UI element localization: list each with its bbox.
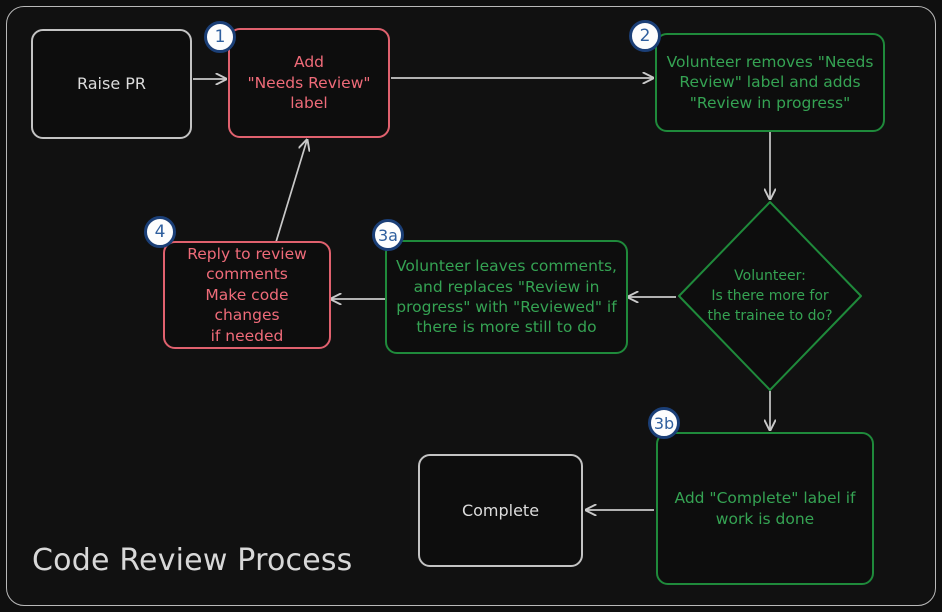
diagram-title: Code Review Process xyxy=(32,543,353,578)
badge-step-3b: 3b xyxy=(648,407,680,439)
node-step-1[interactable]: Add "Needs Review" label xyxy=(228,28,390,138)
decision-diamond-shape xyxy=(678,201,862,391)
node-decision[interactable]: Volunteer: Is there more for the trainee… xyxy=(676,199,864,393)
node-raise-pr-label: Raise PR xyxy=(76,74,147,94)
badge-step-1-label: 1 xyxy=(214,27,226,47)
node-step-3b-label: Add "Complete" label if work is done xyxy=(674,489,856,528)
node-step-3b[interactable]: Add "Complete" label if work is done xyxy=(656,432,874,585)
node-step-3a[interactable]: Volunteer leaves comments, and replaces … xyxy=(385,240,628,354)
node-complete-label: Complete xyxy=(461,500,540,520)
node-raise-pr[interactable]: Raise PR xyxy=(31,29,192,139)
node-step-3a-label: Volunteer leaves comments, and replaces … xyxy=(396,257,617,337)
node-step-2-label: Volunteer removes "Needs Review" label a… xyxy=(666,52,874,112)
badge-step-4-label: 4 xyxy=(154,222,166,242)
node-step-4-label: Reply to review comments Make code chang… xyxy=(187,244,307,345)
node-step-4[interactable]: Reply to review comments Make code chang… xyxy=(163,241,331,349)
node-step-1-label: Add "Needs Review" label xyxy=(247,53,371,113)
badge-step-3a-label: 3a xyxy=(378,225,398,245)
badge-step-3a: 3a xyxy=(372,219,404,251)
node-decision-label: Volunteer: Is there more for the trainee… xyxy=(707,267,833,325)
badge-step-3b-label: 3b xyxy=(653,413,675,433)
badge-step-1: 1 xyxy=(204,21,236,53)
node-complete[interactable]: Complete xyxy=(418,454,583,567)
node-step-2[interactable]: Volunteer removes "Needs Review" label a… xyxy=(655,33,885,132)
badge-step-2-label: 2 xyxy=(639,26,651,46)
badge-step-4: 4 xyxy=(144,216,176,248)
badge-step-2: 2 xyxy=(629,20,661,52)
